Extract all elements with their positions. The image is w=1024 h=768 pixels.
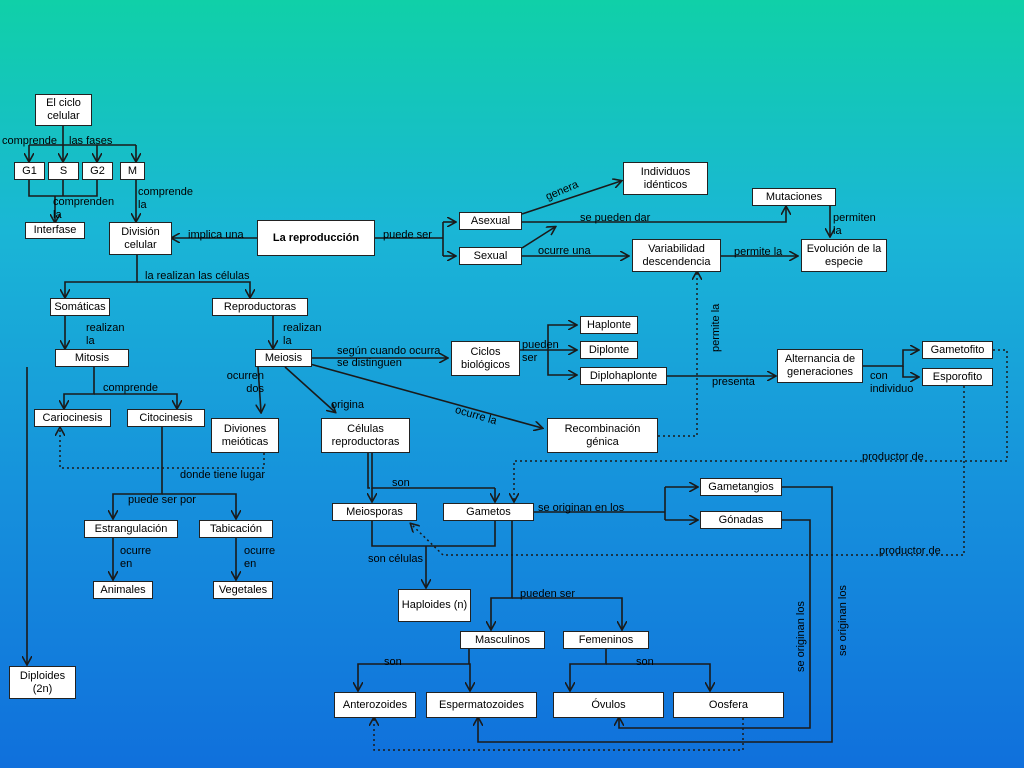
label-son-2: son (384, 656, 402, 668)
node-masculinos: Masculinos (460, 631, 545, 649)
node-gametofito: Gametofito (922, 341, 993, 359)
label-son-3: son (636, 656, 654, 668)
label-comprende-la: comprende la (138, 186, 194, 211)
label-comprende: comprende (2, 135, 58, 147)
label-son-celulas: son células (368, 553, 424, 565)
label-son-1: son (392, 477, 410, 489)
node-ovulos: Óvulos (553, 692, 664, 718)
node-cariocinesis: Cariocinesis (34, 409, 111, 427)
node-esporofito: Esporofito (922, 368, 993, 386)
node-alternancia: Alternancia de generaciones (777, 349, 863, 383)
label-puede-ser-por: puede ser por (128, 494, 196, 506)
node-citocinesis: Citocinesis (127, 409, 205, 427)
node-tabicacion: Tabicación (199, 520, 273, 538)
node-espermatozoides: Espermatozoides (426, 692, 537, 718)
label-ocurre-una: ocurre una (538, 245, 591, 257)
node-la-reproduccion: La reproducción (257, 220, 375, 256)
node-gonadas: Gónadas (700, 511, 782, 529)
node-reproductoras: Reproductoras (212, 298, 308, 316)
node-mitosis: Mitosis (55, 349, 129, 367)
label-pueden-ser: pueden ser (522, 339, 559, 364)
node-m: M (120, 162, 145, 180)
node-gametangios: Gametangios (700, 478, 782, 496)
node-femeninos: Femeninos (563, 631, 649, 649)
node-vegetales: Vegetales (213, 581, 273, 599)
node-meiosis: Meiosis (255, 349, 312, 367)
label-se-pueden-dar: se pueden dar (580, 212, 651, 224)
label-se-originan-en-los: se originan en los (538, 502, 625, 514)
label-se-originan-v1: se originan los (795, 601, 807, 672)
node-haplonte: Haplonte (580, 316, 638, 334)
node-anterozoides: Anterozoides (334, 692, 416, 718)
label-ocurre-en-2: ocurre en (244, 545, 276, 570)
node-sexual: Sexual (459, 247, 522, 265)
label-implica-una: implica una (188, 229, 244, 241)
node-diploides: Diploides (2n) (9, 666, 76, 699)
node-el-ciclo-celular: El ciclo celular (35, 94, 92, 126)
node-ciclos-biologicos: Ciclos biológicos (451, 341, 520, 376)
label-se-originan-v2: se originan los (837, 585, 849, 656)
label-la-realizan: la realizan las células (145, 270, 250, 282)
node-celulas-reproductoras: Células reproductoras (321, 418, 410, 453)
label-productor-de-1: productor de (862, 451, 924, 463)
node-individuos-identicos: Individuos idénticos (623, 162, 708, 195)
label-productor-de-2: productor de (879, 545, 941, 557)
label-permite-la: permite la (734, 246, 783, 258)
label-donde-tiene-lugar: donde tiene lugar (180, 469, 266, 481)
node-haploides: Haploides (n) (398, 589, 471, 622)
node-diplohaplonte: Diplohaplonte (580, 367, 667, 385)
label-comprenden-la: comprenden la (53, 196, 115, 221)
node-mutaciones: Mutaciones (752, 188, 836, 206)
node-interfase: Interfase (25, 222, 85, 239)
node-diviones-meioticas: Diviones meióticas (211, 418, 279, 453)
node-animales: Animales (93, 581, 153, 599)
label-se-distinguen: se distinguen (337, 357, 402, 369)
label-realizan-la-1: realizan la (86, 322, 125, 347)
label-segun-cuando-ocurra: según cuando ocurra (337, 345, 441, 357)
node-variabilidad: Variabilidad descendencia (632, 239, 721, 272)
label-con-individuo: con individuo (870, 370, 914, 395)
node-estrangulacion: Estrangulación (84, 520, 178, 538)
node-g2: G2 (82, 162, 113, 180)
node-recombinacion-genica: Recombinación génica (547, 418, 658, 453)
label-presenta: presenta (712, 376, 755, 388)
node-s: S (48, 162, 79, 180)
node-oosfera: Oosfera (673, 692, 784, 718)
label-realizan-la-2: realizan la (283, 322, 322, 347)
label-permiten-la: permiten la (833, 212, 876, 237)
label-ocurre-en-1: ocurre en (120, 545, 152, 570)
label-las-fases: las fases (69, 135, 113, 147)
label-origina: origina (331, 399, 365, 411)
label-pueden-ser-2: pueden ser (520, 588, 576, 600)
node-meiosporas: Meiosporas (332, 503, 417, 521)
node-evolucion: Evolución de la especie (801, 239, 887, 272)
node-g1: G1 (14, 162, 45, 180)
node-diplonte: Diplonte (580, 341, 638, 359)
node-gametos: Gametos (443, 503, 534, 521)
node-asexual: Asexual (459, 212, 522, 230)
label-puede-ser: puede ser (383, 229, 432, 241)
label-ocurren-dos: ocurren dos (226, 370, 264, 395)
node-somaticas: Somáticas (50, 298, 110, 316)
node-division-celular: División celular (109, 222, 172, 255)
label-permite-la-vertical: permite la (710, 303, 722, 352)
label-comprende-mitosis: comprende (103, 382, 159, 394)
